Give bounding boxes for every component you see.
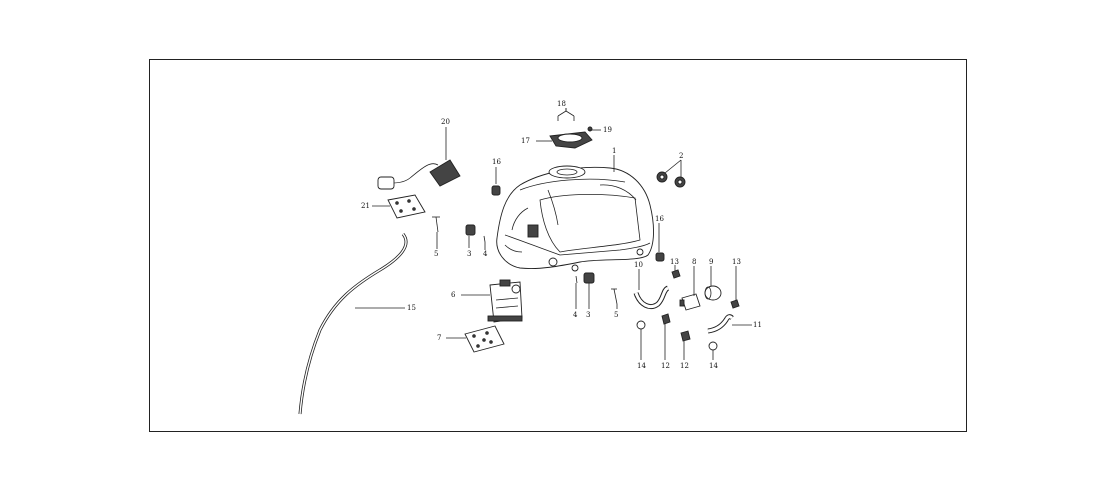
valve-8[interactable] (679, 293, 701, 311)
fuel-hose-15[interactable] (298, 233, 408, 415)
collar-4b[interactable] (575, 275, 578, 284)
callout-3b: 3 (586, 311, 590, 319)
fuel-tank[interactable] (496, 165, 654, 272)
fuel-pump-6[interactable] (487, 279, 523, 323)
diagram-frame (149, 59, 967, 432)
callout-9: 9 (709, 258, 713, 266)
clamp-12b[interactable] (680, 330, 691, 342)
damper-3b[interactable] (583, 272, 595, 284)
callout-12: 12 (661, 362, 670, 370)
callout-2: 2 (679, 152, 683, 160)
screw-5a[interactable] (432, 216, 440, 233)
cap-14a[interactable] (636, 320, 646, 330)
callout-19: 19 (603, 126, 612, 134)
callout-6: 6 (451, 291, 456, 299)
grommets-2[interactable] (656, 171, 686, 188)
grommet-16b[interactable] (655, 252, 665, 262)
callout-11: 11 (753, 321, 762, 329)
callout-13b: 13 (732, 258, 741, 266)
callout-5: 5 (434, 250, 438, 258)
cap-9[interactable] (704, 285, 722, 301)
callout-10: 10 (634, 261, 643, 269)
callout-14b: 14 (709, 362, 718, 370)
callout-16: 16 (492, 158, 501, 166)
damper-3a[interactable] (465, 224, 476, 236)
clip-13b[interactable] (730, 299, 740, 309)
callout-4b: 4 (573, 311, 578, 319)
plate-7[interactable] (464, 325, 505, 353)
callout-labels: 1 2 3 4 5 6 7 8 9 10 11 12 13 14 15 16 1… (361, 100, 762, 370)
callout-18: 18 (557, 100, 566, 108)
screw-5b[interactable] (611, 288, 618, 305)
gasket-21[interactable] (387, 194, 426, 219)
callout-21: 21 (361, 202, 370, 210)
callout-17: 17 (521, 137, 530, 145)
callout-14: 14 (637, 362, 646, 370)
fuel-cap[interactable] (549, 131, 593, 149)
callout-7: 7 (437, 334, 441, 342)
fuel-sender-unit[interactable] (377, 159, 461, 190)
clip-13a[interactable] (671, 269, 681, 279)
callout-15: 15 (407, 304, 416, 312)
callout-4: 4 (483, 250, 488, 258)
clamp-12a[interactable] (661, 313, 671, 325)
callout-13: 13 (670, 258, 679, 266)
callout-1: 1 (612, 147, 616, 155)
callout-3: 3 (467, 250, 471, 258)
callout-12b: 12 (680, 362, 689, 370)
callout-5b: 5 (614, 311, 618, 319)
grommet-16[interactable] (491, 185, 501, 196)
leader-lines (355, 108, 752, 360)
collar-4a[interactable] (483, 235, 486, 243)
callout-16b: 16 (655, 215, 664, 223)
callout-8: 8 (692, 258, 696, 266)
cap-14b[interactable] (708, 341, 718, 351)
callout-20: 20 (441, 118, 450, 126)
